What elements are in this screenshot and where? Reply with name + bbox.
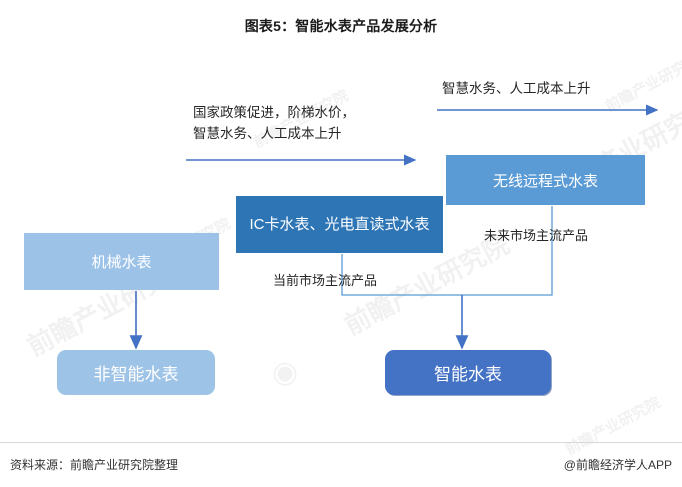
- annotation-policy-drivers: 国家政策促进，阶梯水价， 智慧水务、人工成本上升: [193, 103, 423, 145]
- footer-attribution: @前瞻经济学人APP: [563, 458, 672, 472]
- annotation-current-mainstream: 当前市场主流产品: [273, 273, 378, 288]
- annotation-smart-water-cost: 智慧水务、人工成本上升: [442, 81, 591, 96]
- annotation-future-mainstream: 未来市场主流产品: [484, 228, 589, 243]
- node-ic-card-water-meter: IC卡水表、光电直读式水表: [236, 196, 443, 253]
- node-wireless-remote-water-meter: 无线远程式水表: [446, 155, 645, 205]
- footer-source: 资料来源：前瞻产业研究院整理: [10, 458, 179, 472]
- footer-divider: [0, 442, 682, 443]
- node-smart-water-meter: 智能水表: [385, 350, 551, 395]
- annotation-policy-line-2: 智慧水务、人工成本上升: [193, 125, 342, 141]
- node-mechanical-water-meter: 机械水表: [24, 233, 219, 290]
- brand-logo-watermark: ◉: [272, 356, 299, 389]
- annotation-policy-line-1: 国家政策促进，阶梯水价，: [193, 105, 355, 120]
- page-title: 图表5：智能水表产品发展分析: [244, 18, 438, 34]
- watermark: 前瞻产业研究院: [562, 394, 664, 459]
- node-non-smart-water-meter: 非智能水表: [57, 350, 215, 395]
- watermark: 前瞻产业研究院: [602, 51, 682, 116]
